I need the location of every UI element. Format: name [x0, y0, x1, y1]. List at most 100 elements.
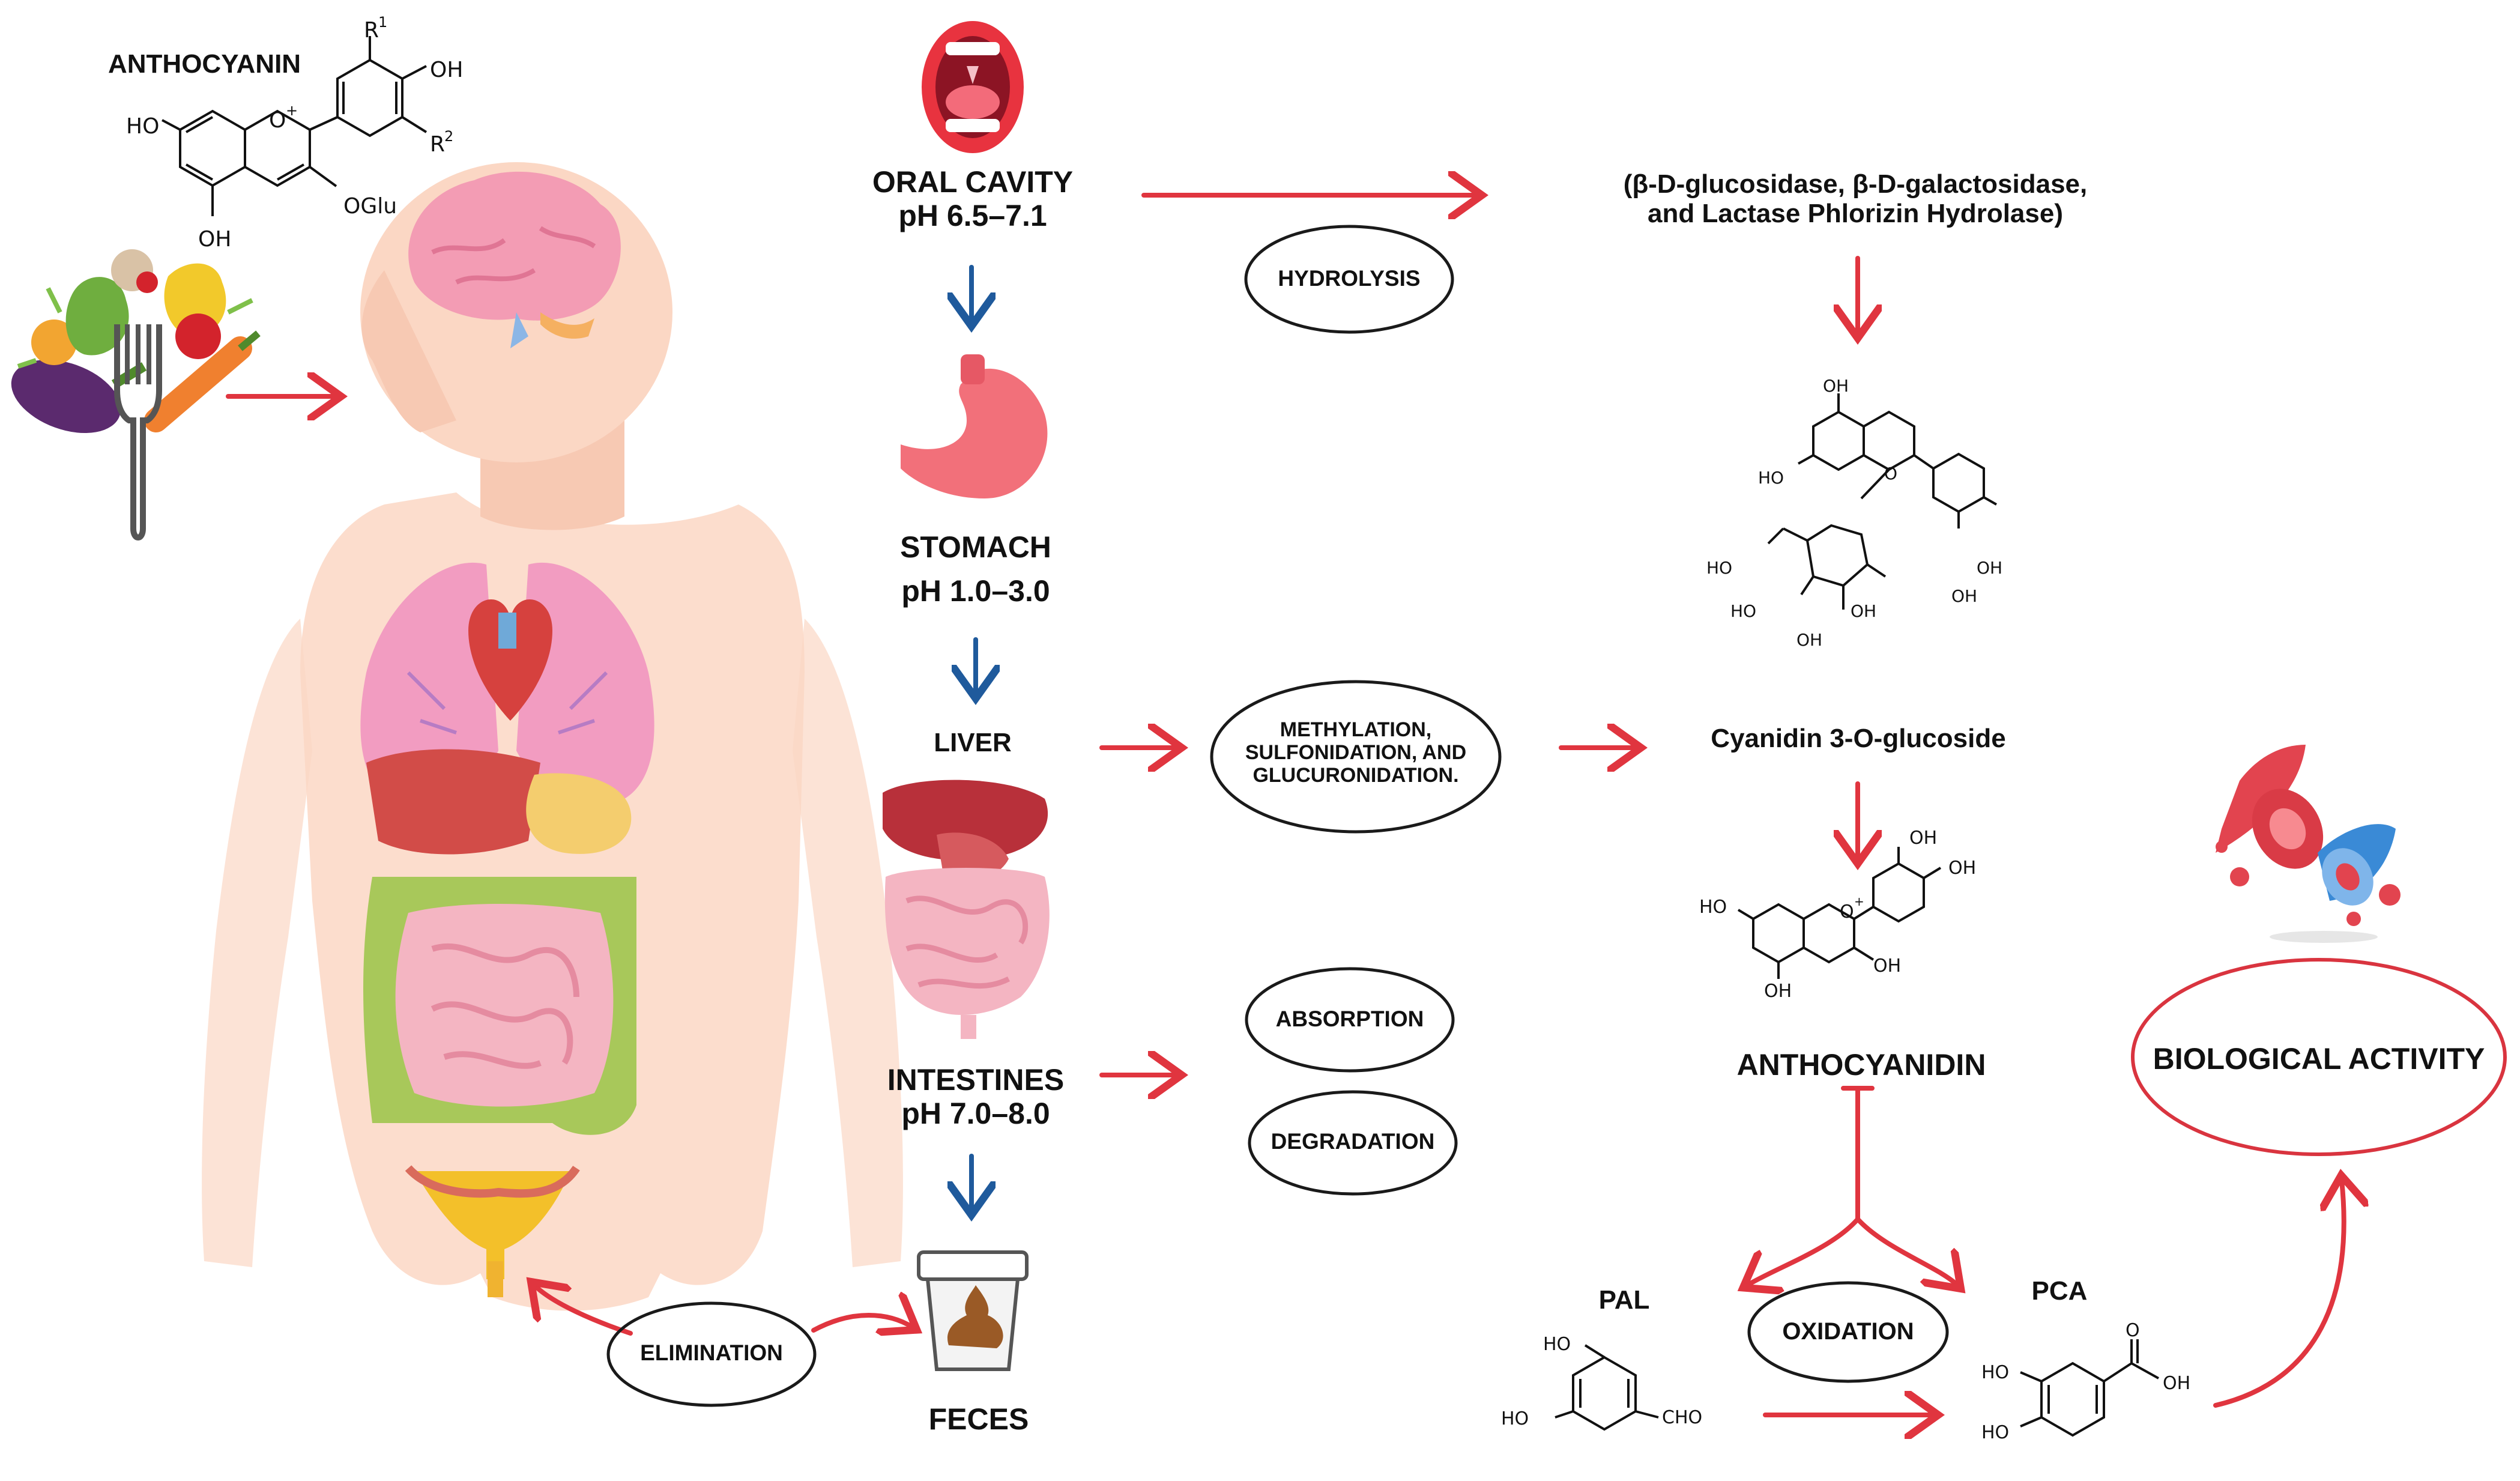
- stomach-ph: pH 1.0–3.0: [901, 574, 1050, 608]
- anthocyanin-structure: [162, 36, 428, 216]
- chem-plus-1: +: [286, 102, 298, 119]
- chem-labels-pal-pca: HO HO CHO HO HO O OH: [1501, 1320, 2190, 1443]
- absorption-ellipse: [1245, 967, 1455, 1073]
- chem-r2: R: [430, 132, 445, 157]
- chem-oh-1: OH: [198, 227, 231, 252]
- oral-cavity-label: ORAL CAVITY pH 6.5–7.1: [865, 165, 1081, 232]
- chem-ho-6: HO: [1699, 897, 1727, 918]
- chem-oh-10: OH: [1873, 956, 1901, 977]
- arrow-elimination-to-feces: [811, 1315, 913, 1330]
- anthocyanidin-split-stem: [1841, 1086, 1875, 1222]
- chem-r1: R: [364, 18, 379, 43]
- chem-ho-7: HO: [1543, 1334, 1571, 1355]
- small-intestine: [395, 904, 614, 1107]
- chem-labels-anthocyanidin: OH OH HO O + OH OH: [1699, 828, 1976, 1002]
- right-arm: [793, 619, 903, 1267]
- chem-oh-7: OH: [1796, 630, 1822, 650]
- feces-container-icon: [917, 1250, 1029, 1371]
- degradation-ellipse: [1248, 1090, 1458, 1196]
- anthocyanidin-label: ANTHOCYANIDIN: [1736, 1048, 1986, 1082]
- oral-cavity-name: ORAL CAVITY: [872, 165, 1074, 199]
- arrow-pca-to-bioactivity: [2213, 1180, 2344, 1408]
- anthocyanidin-structure: [1737, 847, 1942, 979]
- pal-label: PAL: [1598, 1285, 1650, 1315]
- hydrolysis-text: HYDROLYSIS: [1278, 266, 1421, 291]
- hydrolysis-ellipse: [1244, 225, 1454, 334]
- pca-structure: [2020, 1339, 2159, 1437]
- human-body: [202, 162, 903, 1311]
- chem-oh-6: OH: [1851, 601, 1876, 621]
- body-stomach: [526, 773, 632, 854]
- absorption-text: ABSORPTION: [1275, 1007, 1424, 1031]
- bio-activity-ellipse: [2131, 958, 2507, 1156]
- chem-oh-4: OH: [1951, 586, 1977, 606]
- chem-labels-cyanidin: OH HO O OH OH HO HO OH OH: [1706, 376, 2002, 650]
- fork-icon: [114, 324, 162, 541]
- intestines-label: INTESTINES pH 7.0–8.0: [865, 1063, 1087, 1130]
- chem-ho-5: HO: [1730, 601, 1756, 621]
- methylation-line-3: GLUCURONIDATION.: [1252, 764, 1459, 787]
- chem-o-plus-2: O: [1840, 901, 1854, 922]
- intestines-ph: pH 7.0–8.0: [901, 1097, 1050, 1130]
- chem-ho-8: HO: [1501, 1408, 1529, 1429]
- chem-labels: HO OH O + OGlu R 1 OH R 2: [126, 14, 463, 252]
- arrow-split-to-pca: [1855, 1217, 1957, 1285]
- red-arrows: [226, 195, 2344, 1415]
- chem-oh-5: OH: [1977, 558, 2002, 578]
- methylation-text: METHYLATION, SULFONIDATION, AND GLUCURON…: [1212, 718, 1500, 787]
- bladder: [414, 1171, 570, 1279]
- elimination-text: ELIMINATION: [640, 1340, 783, 1365]
- heart: [468, 599, 552, 721]
- cyanidin-glucoside-structure: [1767, 393, 1997, 610]
- stomach-label: STOMACH pH 1.0–3.0: [865, 525, 1087, 613]
- pal-structure: [1555, 1344, 1659, 1431]
- blue-arrows: [971, 265, 976, 1210]
- brain-icon: [408, 171, 621, 348]
- arrow-elimination-to-body: [534, 1285, 633, 1336]
- chem-o-4: O: [2126, 1320, 2140, 1341]
- chem-ho-3: HO: [1758, 468, 1784, 488]
- methylation-line-2: SULFONIDATION, AND: [1245, 741, 1467, 765]
- enzymes-line-1: (β-D-glucosidase, β-D-galactosidase,: [1623, 169, 2088, 199]
- oxidation-ellipse: [1747, 1281, 1949, 1383]
- methylation-ellipse: [1210, 680, 1502, 834]
- chem-oh-8: OH: [1909, 828, 1937, 849]
- oxidation-text: OXIDATION: [1782, 1318, 1914, 1345]
- chem-oglu: OGlu: [343, 194, 397, 219]
- pca-label: PCA: [2031, 1276, 2088, 1306]
- liver-label: LIVER: [934, 728, 1012, 757]
- chem-oh-11: OH: [1764, 981, 1792, 1002]
- blood-vessel-icon: [2216, 745, 2401, 943]
- chem-ho-10: HO: [1981, 1422, 2009, 1443]
- stomach-icon: [901, 354, 1048, 498]
- intestines-name: INTESTINES: [887, 1063, 1065, 1097]
- bubble-ellipses: [606, 225, 1949, 1407]
- chem-oh-3: OH: [1823, 376, 1849, 396]
- chem-cho: CHO: [1662, 1407, 1702, 1428]
- chem-ho-4: HO: [1706, 558, 1732, 578]
- stomach-name: STOMACH: [900, 530, 1051, 564]
- chem-ho-1: HO: [126, 114, 159, 139]
- feces-label: FECES: [928, 1402, 1029, 1436]
- chem-r2-sup: 2: [444, 128, 453, 145]
- chem-oh-2: OH: [430, 58, 463, 82]
- chem-o-3: O: [1884, 464, 1897, 483]
- arrow-split-to-pal: [1747, 1217, 1860, 1285]
- chem-oh-9: OH: [1948, 858, 1976, 879]
- left-lung: [360, 562, 498, 802]
- chem-plus-2: +: [1854, 894, 1864, 909]
- liver-intestine-icon: [883, 780, 1050, 1039]
- chem-ho-9: HO: [1981, 1362, 2009, 1383]
- degradation-text: DEGRADATION: [1271, 1129, 1435, 1154]
- elimination-ellipse: [606, 1301, 817, 1407]
- methylation-line-1: METHYLATION,: [1280, 718, 1432, 741]
- chem-oh-12: OH: [2163, 1373, 2190, 1394]
- chem-r1-sup: 1: [378, 14, 387, 31]
- mouth-icon: [922, 21, 1024, 153]
- left-arm: [202, 619, 312, 1267]
- oral-cavity-ph: pH 6.5–7.1: [898, 199, 1047, 232]
- cyanidin-label: Cyanidin 3-O-glucoside: [1711, 724, 2006, 753]
- body-liver: [366, 749, 540, 855]
